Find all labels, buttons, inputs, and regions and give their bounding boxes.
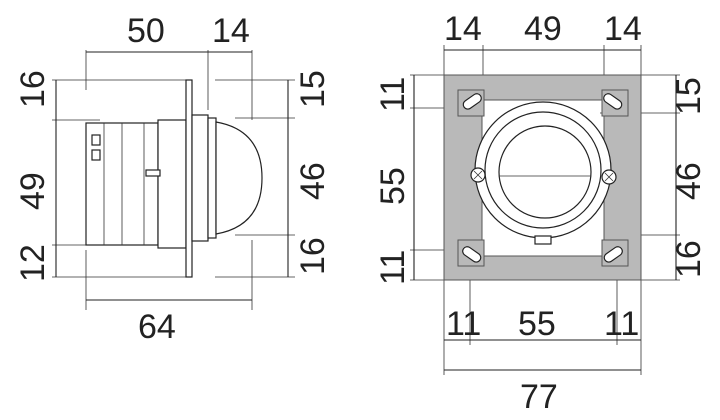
slot-top-left (462, 93, 482, 110)
side-right-top-dim: 15 (294, 70, 332, 108)
side-right-bottom-dim: 16 (294, 237, 332, 275)
front-top-right-dim: 14 (604, 10, 642, 48)
front-bottom-mid-dim: 55 (518, 305, 556, 343)
front-view: 14 49 14 11 55 11 15 46 16 11 55 11 77 (374, 10, 708, 416)
front-bottom-right-dim: 11 (604, 305, 639, 343)
side-top-left-dim: 50 (127, 12, 165, 50)
front-left-top-dim: 11 (374, 77, 412, 112)
front-right-top-dim: 15 (670, 77, 708, 115)
side-left-top-dim: 16 (14, 70, 52, 108)
front-right-bottom-dim: 16 (670, 240, 708, 278)
front-bottom-left-dim: 11 (446, 305, 481, 343)
slot-bottom-right (603, 246, 623, 263)
side-bottom-dim: 64 (138, 308, 176, 346)
front-left-mid-dim: 55 (374, 167, 412, 205)
front-top-mid-dim: 49 (524, 10, 562, 48)
front-left-bottom-dim: 11 (374, 250, 412, 285)
front-bottom-total-dim: 77 (520, 378, 558, 416)
slot-bottom-left (462, 246, 482, 263)
slot-top-right (603, 93, 623, 110)
side-left-bottom-dim: 12 (14, 244, 52, 282)
side-left-mid-dim: 49 (14, 172, 52, 210)
side-top-right-dim: 14 (212, 12, 250, 50)
sensor-lens (498, 125, 592, 219)
sensor-dome (215, 121, 263, 235)
side-right-mid-dim: 46 (294, 162, 332, 200)
side-view: 50 14 64 16 49 12 15 46 16 (14, 12, 332, 346)
front-top-left-dim: 14 (444, 10, 482, 48)
mounting-plate (185, 79, 193, 278)
front-right-mid-dim: 46 (670, 162, 708, 200)
